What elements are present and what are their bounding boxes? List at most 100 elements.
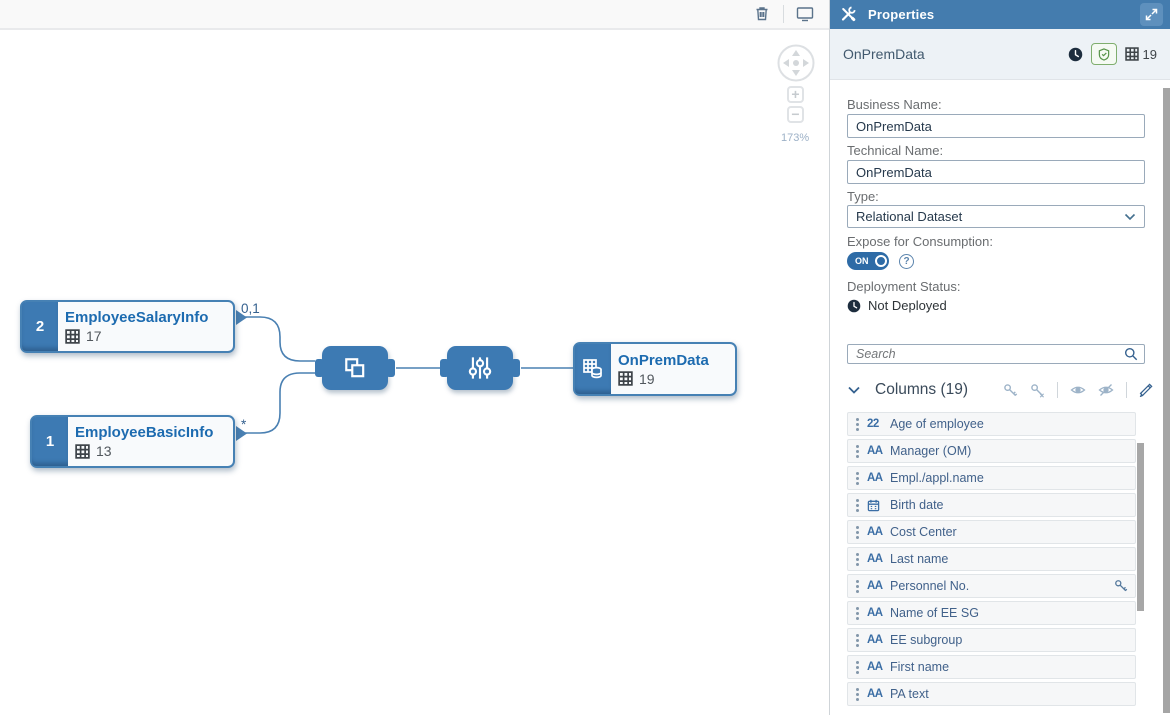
show-column-icon[interactable] — [1070, 383, 1086, 397]
help-icon[interactable]: ? — [899, 253, 914, 269]
column-row-manager[interactable]: AA Manager (OM) — [847, 439, 1136, 463]
text-type-icon: AA — [867, 607, 883, 619]
zoom-out-button[interactable]: − — [787, 106, 804, 123]
column-label: Birth date — [890, 498, 944, 512]
column-row-birth-date[interactable]: Birth date — [847, 493, 1136, 517]
column-label: Name of EE SG — [890, 606, 979, 620]
column-label: EE subgroup — [890, 633, 963, 647]
text-type-icon: AA — [867, 580, 883, 592]
cardinality-label: 0,1 — [241, 301, 260, 316]
toggle-knob — [875, 255, 887, 267]
entity-order-badge: 1 — [32, 417, 68, 466]
delete-icon[interactable] — [750, 2, 774, 26]
drag-handle-icon[interactable] — [856, 692, 859, 696]
search-icon[interactable] — [1124, 347, 1138, 361]
panel-title: Properties — [868, 7, 935, 22]
drag-handle-icon[interactable] — [856, 503, 859, 507]
text-type-icon: AA — [867, 445, 883, 457]
columns-collapse-chevron-icon[interactable] — [847, 384, 861, 396]
column-label: Manager (OM) — [890, 444, 972, 458]
column-row-name-of-ee-sg[interactable]: AA Name of EE SG — [847, 601, 1136, 625]
actions-divider — [1057, 382, 1058, 398]
column-row-cost-center[interactable]: AA Cost Center — [847, 520, 1136, 544]
table-icon — [75, 443, 90, 459]
join-operator-node[interactable] — [315, 346, 395, 390]
entity-title: OnPremData — [618, 351, 709, 369]
text-type-icon: AA — [867, 553, 883, 565]
drag-handle-icon[interactable] — [856, 638, 859, 642]
projection-operator-node[interactable] — [440, 346, 520, 390]
set-key-icon[interactable] — [1003, 383, 1018, 398]
drag-handle-icon[interactable] — [856, 665, 859, 669]
deployment-status-value: Not Deployed — [868, 298, 947, 313]
drag-handle-icon[interactable] — [856, 611, 859, 615]
properties-panel: Properties OnPremData — [830, 0, 1170, 715]
column-row-age-of-employee[interactable]: 22 Age of employee — [847, 412, 1136, 436]
column-row-personnel-no[interactable]: AA Personnel No. — [847, 574, 1136, 598]
drag-handle-icon[interactable] — [856, 422, 859, 426]
business-name-input[interactable] — [847, 114, 1145, 138]
canvas-toolbar — [0, 0, 829, 30]
cardinality-label: * — [241, 417, 247, 432]
drag-handle-icon[interactable] — [856, 449, 859, 453]
entity-employee-basic-info[interactable]: 1 EmployeeBasicInfo 13 — [30, 415, 235, 468]
entity-title: EmployeeSalaryInfo — [65, 309, 209, 326]
drag-handle-icon[interactable] — [856, 476, 859, 480]
drag-handle-icon[interactable] — [856, 584, 859, 588]
column-row-last-name[interactable]: AA Last name — [847, 547, 1136, 571]
entity-column-count: 17 — [86, 328, 102, 344]
selected-entity-name: OnPremData — [843, 46, 925, 62]
columns-list-scrollbar[interactable] — [1137, 443, 1144, 611]
panel-header: Properties — [830, 0, 1170, 29]
column-label: First name — [890, 660, 950, 674]
entity-order-badge: 2 — [22, 302, 58, 351]
entity-onpremdata[interactable]: OnPremData 19 — [573, 342, 737, 396]
column-row-ee-subgroup[interactable]: AA EE subgroup — [847, 628, 1136, 652]
column-label: Age of employee — [890, 417, 984, 431]
type-label: Type: — [847, 189, 879, 204]
column-label: Last name — [890, 552, 949, 566]
text-type-icon: AA — [867, 526, 883, 538]
panel-scrollbar[interactable] — [1163, 88, 1170, 713]
entity-column-count: 13 — [96, 443, 112, 459]
search-input[interactable] — [847, 344, 1145, 364]
expand-panel-button[interactable] — [1140, 3, 1163, 26]
column-label: Cost Center — [890, 525, 957, 539]
validation-shield-button[interactable] — [1090, 43, 1117, 65]
panel-body: Business Name: Technical Name: Type: Rel… — [830, 80, 1170, 715]
drag-handle-icon[interactable] — [856, 530, 859, 534]
type-select[interactable]: Relational Dataset — [847, 205, 1145, 228]
columns-list: 22 Age of employee AA Manager (OM) AA Em… — [847, 412, 1136, 706]
not-deployed-clock-icon — [847, 299, 861, 312]
hide-column-icon[interactable] — [1098, 383, 1114, 397]
text-type-icon: AA — [867, 472, 883, 484]
text-type-icon: AA — [867, 661, 883, 673]
zoom-in-button[interactable]: + — [787, 86, 804, 103]
calendar-type-icon — [867, 499, 887, 512]
expose-toggle[interactable]: ON — [847, 252, 889, 270]
column-row-empl-appl-name[interactable]: AA Empl./appl.name — [847, 466, 1136, 490]
toolbar-divider — [783, 5, 784, 23]
column-row-first-name[interactable]: AA First name — [847, 655, 1136, 679]
columns-section-title: Columns (19) — [875, 381, 969, 398]
pan-control[interactable] — [777, 44, 815, 82]
entity-column-count: 19 — [639, 370, 655, 387]
toggle-state-label: ON — [855, 256, 869, 266]
screen-view-icon[interactable] — [793, 2, 817, 26]
table-icon — [1124, 47, 1139, 61]
chevron-down-icon — [1124, 213, 1136, 221]
number-type-icon: 22 — [867, 418, 879, 430]
column-label: PA text — [890, 687, 929, 701]
entity-employee-salary-info[interactable]: 2 EmployeeSalaryInfo 17 — [20, 300, 235, 353]
diagram-canvas[interactable]: 2 EmployeeSalaryInfo 17 0,1 1 EmployeeBa… — [0, 0, 830, 715]
zoom-level: 173% — [781, 132, 810, 144]
drag-handle-icon[interactable] — [856, 557, 859, 561]
technical-name-input[interactable] — [847, 160, 1145, 184]
expose-label: Expose for Consumption: — [847, 234, 993, 249]
column-row-pa-text[interactable]: AA PA text — [847, 682, 1136, 706]
actions-divider — [1126, 382, 1127, 398]
edit-columns-icon[interactable] — [1139, 383, 1153, 397]
remove-key-icon[interactable] — [1030, 383, 1045, 398]
not-deployed-clock-icon — [1068, 47, 1082, 61]
type-select-value: Relational Dataset — [856, 209, 963, 224]
